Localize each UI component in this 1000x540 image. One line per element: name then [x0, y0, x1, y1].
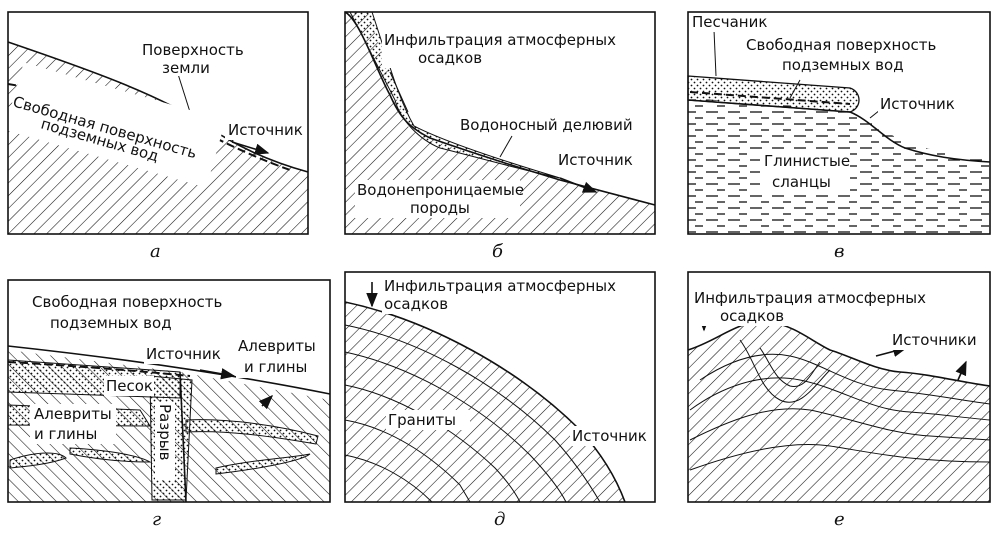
- label-sources: Источники: [892, 331, 977, 349]
- label-sandstone: Песчаник: [692, 13, 767, 31]
- label-infiltration: Инфильтрация атмосферных: [384, 31, 616, 49]
- label-infiltration: Инфильтрация атмосферных: [384, 277, 616, 295]
- label-groundwater: подземных вод: [782, 56, 904, 74]
- label-clays-right: и глины: [244, 358, 307, 376]
- label-precipitation: осадков: [384, 295, 448, 313]
- label-clayey: Глинистые: [764, 152, 850, 170]
- label-source: Источник: [880, 95, 955, 113]
- label-siltstones-right: Алевриты: [238, 337, 316, 355]
- caption-e: е: [834, 509, 845, 530]
- label-infiltration: Инфильтрация атмосферных: [694, 289, 926, 307]
- label-earth: земли: [162, 59, 210, 77]
- label-clays-left: и глины: [34, 425, 97, 443]
- label-source: Источник: [558, 151, 633, 169]
- panel-g: Свободная поверхность подземных вод Исто…: [7, 279, 331, 530]
- label-source: Источник: [146, 345, 221, 363]
- caption-b: б: [492, 241, 504, 262]
- panel-d: Инфильтрация атмосферных осадков Граниты…: [344, 271, 656, 530]
- label-colluvium: Водоносный делювий: [460, 116, 633, 134]
- label-fault: Разрыв: [156, 404, 174, 460]
- label-shales: сланцы: [772, 173, 831, 191]
- panel-v: Песчаник Свободная поверхность подземных…: [687, 11, 991, 262]
- caption-g: г: [152, 509, 161, 530]
- label-source: Источник: [228, 121, 303, 139]
- label-sand: Песок: [106, 377, 153, 395]
- label-surface: Поверхность: [142, 41, 244, 59]
- label-groundwater: подземных вод: [50, 314, 172, 332]
- panel-e: Инфильтрация атмосферных осадков Источни…: [687, 271, 991, 530]
- label-free-surface: Свободная поверхность: [746, 36, 936, 54]
- panel-b: Инфильтрация атмосферных осадков Водонос…: [344, 11, 656, 262]
- label-rocks: породы: [410, 199, 470, 217]
- caption-d: д: [494, 509, 505, 530]
- label-precipitation: осадков: [418, 49, 482, 67]
- label-precipitation: осадков: [720, 307, 784, 325]
- caption-v: в: [834, 241, 844, 262]
- label-granites: Граниты: [388, 411, 456, 429]
- label-impermeable: Водонепроницаемые: [357, 181, 524, 199]
- label-source: Источник: [572, 427, 647, 445]
- label-free-surface: Свободная поверхность: [32, 293, 222, 311]
- label-siltstones-left: Алевриты: [34, 405, 112, 423]
- panel-a: Поверхность земли Свободная поверхность …: [4, 11, 309, 262]
- caption-a: а: [150, 241, 161, 262]
